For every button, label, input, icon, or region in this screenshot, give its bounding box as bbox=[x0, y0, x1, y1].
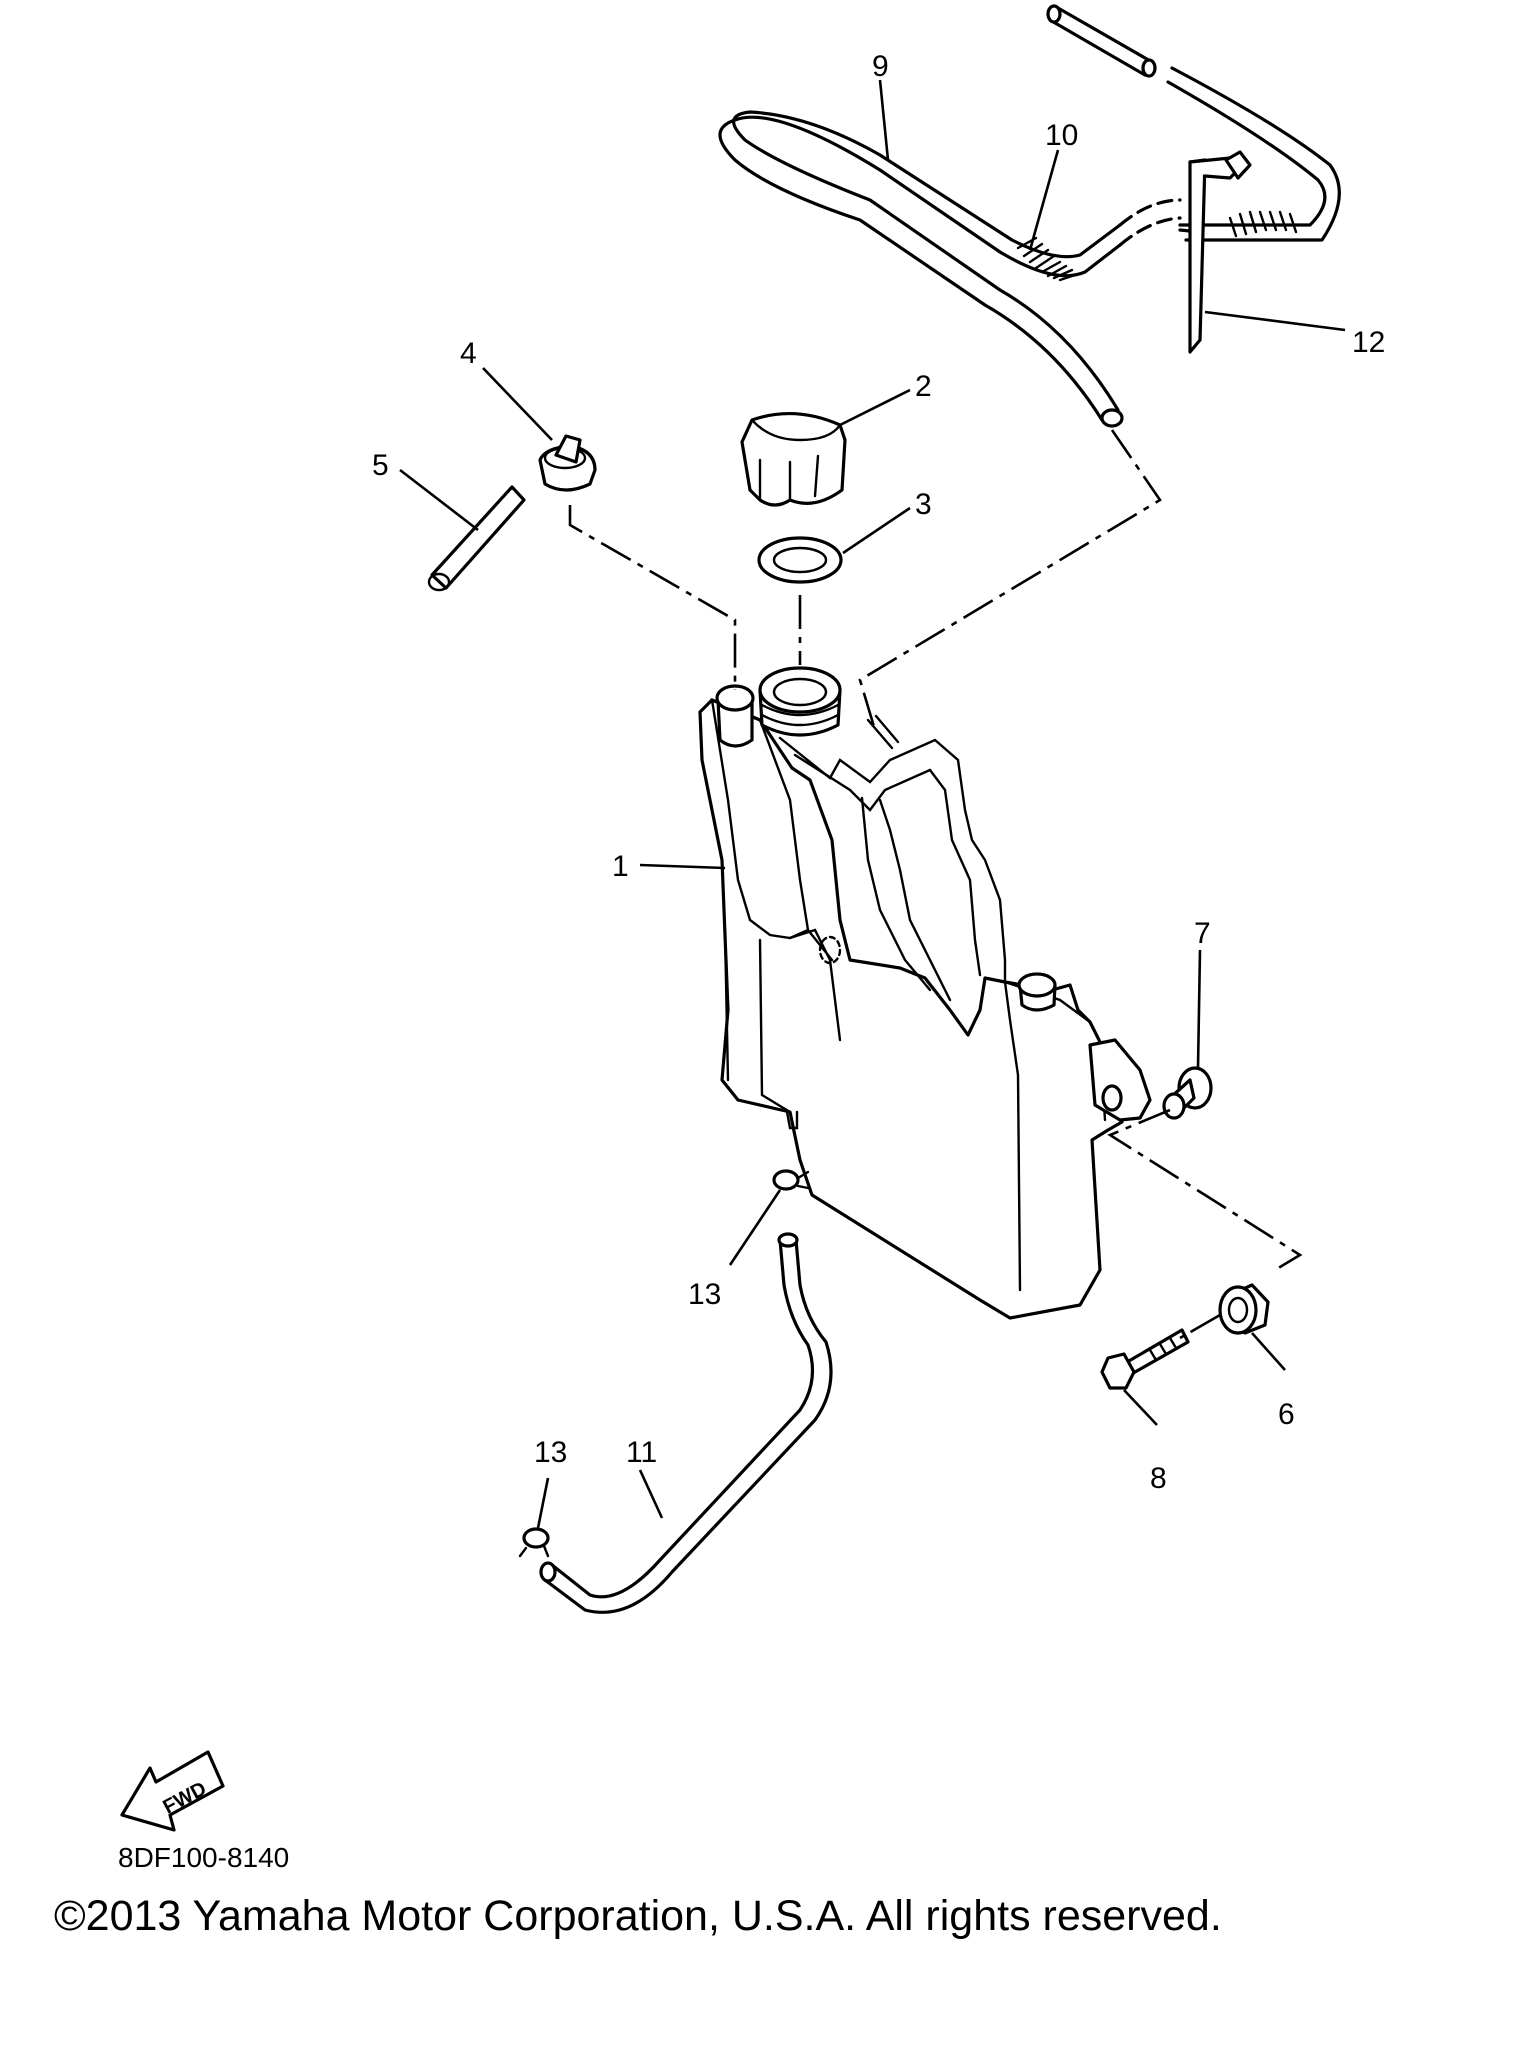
copyright-notice: ©2013 Yamaha Motor Corporation, U.S.A. A… bbox=[54, 1892, 1222, 1940]
callout-5: 5 bbox=[372, 449, 389, 482]
hose-clip-part bbox=[518, 1169, 810, 1558]
callout-4: 4 bbox=[460, 337, 477, 370]
callout-2: 2 bbox=[915, 370, 932, 403]
short-hose-part bbox=[427, 485, 526, 592]
drain-hose-part bbox=[539, 1232, 833, 1614]
callout-6: 6 bbox=[1278, 1398, 1295, 1431]
grommet-part bbox=[1218, 1283, 1270, 1335]
gasket-part bbox=[757, 536, 843, 584]
callout-13-lower: 13 bbox=[534, 1436, 567, 1469]
filler-cap-part bbox=[740, 412, 847, 507]
assembly-lines bbox=[568, 429, 1303, 1340]
fwd-arrow-icon: FWD bbox=[120, 1750, 225, 1832]
bracket-part bbox=[1188, 150, 1252, 354]
callout-8: 8 bbox=[1150, 1462, 1167, 1495]
callout-13-upper: 13 bbox=[688, 1278, 721, 1311]
callout-12: 12 bbox=[1352, 326, 1385, 359]
callout-9: 9 bbox=[872, 50, 889, 83]
diagram-code: 8DF100-8140 bbox=[118, 1842, 290, 1873]
bolt-part bbox=[1100, 1328, 1190, 1390]
callout-3: 3 bbox=[915, 488, 932, 521]
callout-11: 11 bbox=[626, 1436, 657, 1469]
long-hose-part bbox=[718, 110, 1182, 428]
nipple-fitting-part bbox=[538, 434, 597, 492]
callout-labels: 1 2 3 4 5 6 7 8 9 10 12 13 13 11 bbox=[372, 50, 1385, 1495]
oil-tank-part bbox=[698, 666, 1152, 1320]
callout-10: 10 bbox=[1045, 119, 1078, 152]
callout-7: 7 bbox=[1194, 917, 1211, 950]
collar-part bbox=[1162, 1066, 1213, 1120]
leader-lines bbox=[399, 79, 1346, 1529]
callout-1: 1 bbox=[612, 850, 629, 883]
vent-hose-part bbox=[1046, 4, 1341, 242]
